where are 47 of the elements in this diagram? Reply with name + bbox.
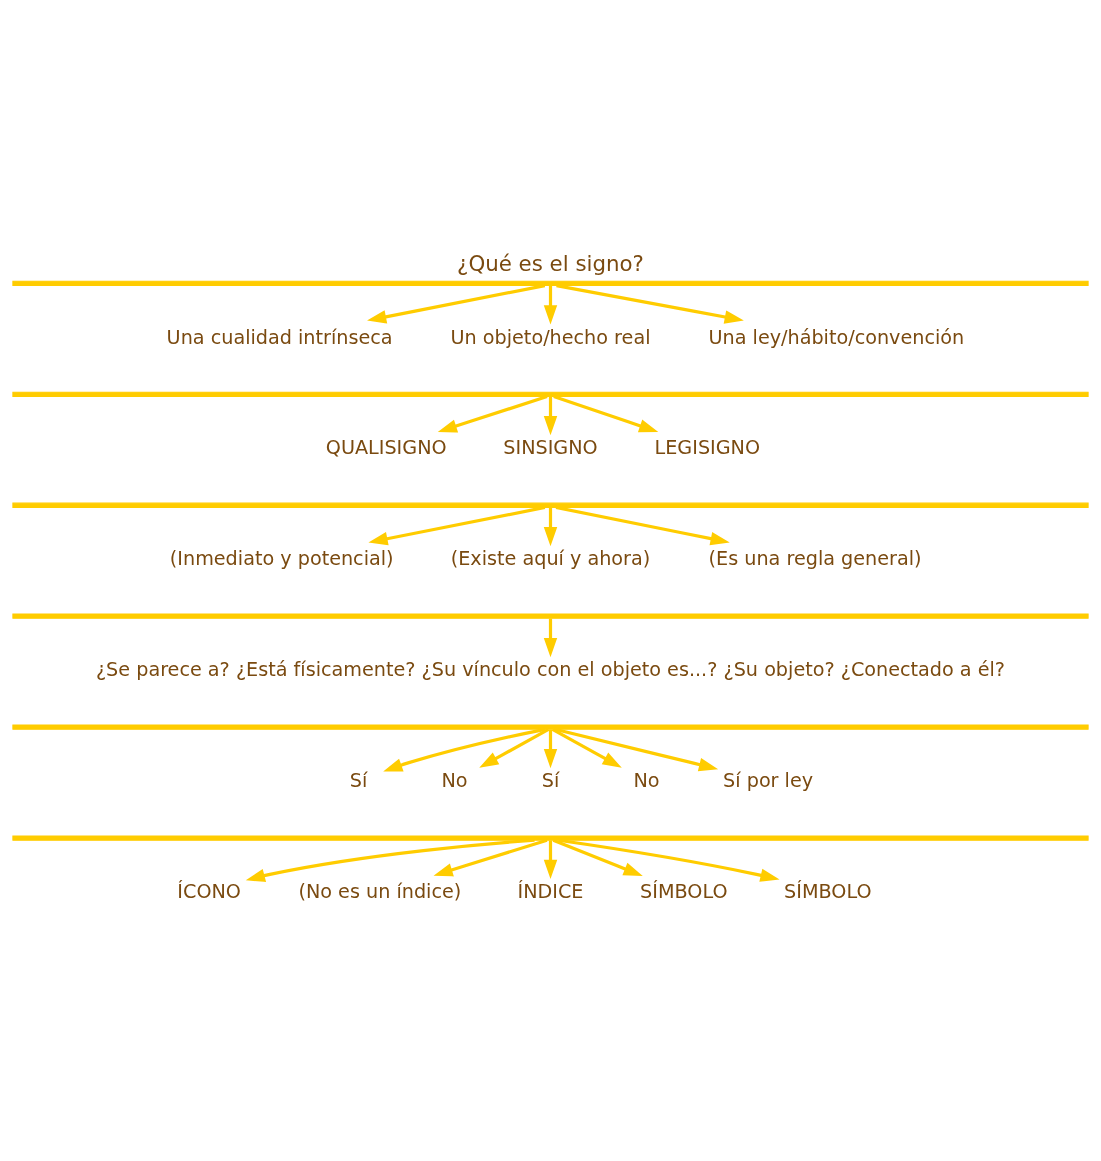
node-text: SÍMBOLO <box>640 879 728 903</box>
arrow <box>245 838 535 882</box>
arrow <box>479 727 550 768</box>
node-text: Sí por ley <box>723 768 814 792</box>
node-text: (Es una regla general) <box>708 546 922 570</box>
arrow <box>543 396 558 435</box>
arrow <box>367 283 546 323</box>
arrow <box>437 394 548 432</box>
node-text: Un objeto/hecho real <box>450 325 651 349</box>
node-bar <box>12 391 1089 397</box>
arrow <box>554 727 719 771</box>
node-text: Una cualidad intrínseca <box>166 325 393 349</box>
arrow <box>433 838 548 876</box>
diagram-title: ¿Qué es el signo? <box>457 250 644 276</box>
node-bar <box>12 723 1089 730</box>
node-text: ¿Se parece a? ¿Está físicamente? ¿Su vínculo con el objeto es...? ¿Su objeto? ¿Conectado a él? <box>95 657 1006 681</box>
node-bar <box>12 613 1089 619</box>
arrow <box>543 839 558 879</box>
node-bar <box>12 280 1089 286</box>
node-bar <box>12 834 1089 841</box>
arrow <box>368 505 546 545</box>
arrow <box>383 727 546 771</box>
arrow <box>543 729 558 768</box>
node-text: Sí <box>349 768 368 792</box>
node-text: SÍMBOLO <box>784 879 872 903</box>
arrow <box>543 618 558 657</box>
node-bar <box>12 502 1089 508</box>
node-text: LEGISIGNO <box>654 435 761 459</box>
node-text: Una ley/hábito/convención <box>708 325 965 349</box>
arrow <box>553 394 659 432</box>
node-text: (No es un índice) <box>298 879 462 903</box>
arrow <box>556 283 744 324</box>
node-text: (Existe aquí y ahora) <box>450 546 651 570</box>
node-text: ÍCONO <box>177 879 241 903</box>
arrow <box>552 838 643 876</box>
arrow <box>551 727 622 768</box>
node-text: ÍNDICE <box>517 879 584 903</box>
arrow <box>543 507 558 546</box>
node-text: Sí <box>541 768 560 792</box>
node-text: No <box>441 768 468 792</box>
node-text: (Inmediato y potencial) <box>169 546 394 570</box>
node-text: SINSIGNO <box>503 435 598 459</box>
arrow <box>558 838 780 882</box>
node-text: QUALISIGNO <box>325 435 447 459</box>
arrow <box>543 285 558 324</box>
arrow <box>555 505 730 545</box>
node-text: No <box>633 768 660 792</box>
